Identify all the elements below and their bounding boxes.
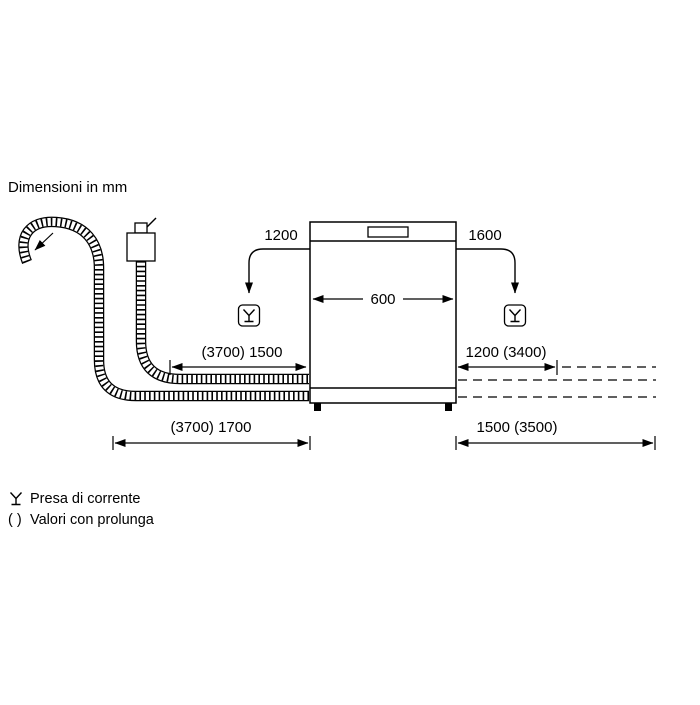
power-cable-right: 1600 [456,227,519,294]
machine-width-label: 600 [370,291,395,308]
diagram-title: Dimensioni in mm [8,179,127,196]
dimension-drain-hose-left: (3700) 1700 [112,419,311,450]
power-cable-left: 1200 [245,227,310,294]
power-right-label: 1600 [468,227,501,244]
power-outlet-icon-left [237,304,261,327]
drain-hose-left-label: (3700) 1700 [171,419,252,436]
legend: Presa di corrente ( ) Valori con prolung… [8,491,155,528]
water-tap-icon [126,217,157,262]
dimension-drain-hose-right: 1500 (3500) [455,419,656,450]
drain-hose-right-label: 1500 (3500) [477,419,558,436]
machine-foot-right [445,403,452,411]
legend-outlet-label: Presa di corrente [30,491,140,507]
power-outlet-icon-right [503,304,527,327]
dimension-supply-hose-left: (3700) 1500 [169,344,307,375]
legend-extension-label: Valori con prolunga [30,512,155,528]
dimension-supply-hose-right: 1200 (3400) [457,344,558,375]
supply-hose-right-label: 1200 (3400) [466,344,547,361]
machine-foot-left [314,403,321,411]
power-left-label: 1200 [264,227,297,244]
arrow-down-left-icon [34,232,54,251]
supply-hose [135,261,309,385]
dimension-machine-width: 600 [312,291,454,308]
control-panel-display [367,226,409,238]
legend-extension-prefix: ( ) [8,512,22,528]
dishwasher [309,221,457,411]
supply-hose-left-label: (3700) 1500 [202,344,283,361]
hose-extension-dashed-lines [458,366,656,398]
power-outlet-icon [9,492,23,506]
drain-hose [18,216,309,402]
